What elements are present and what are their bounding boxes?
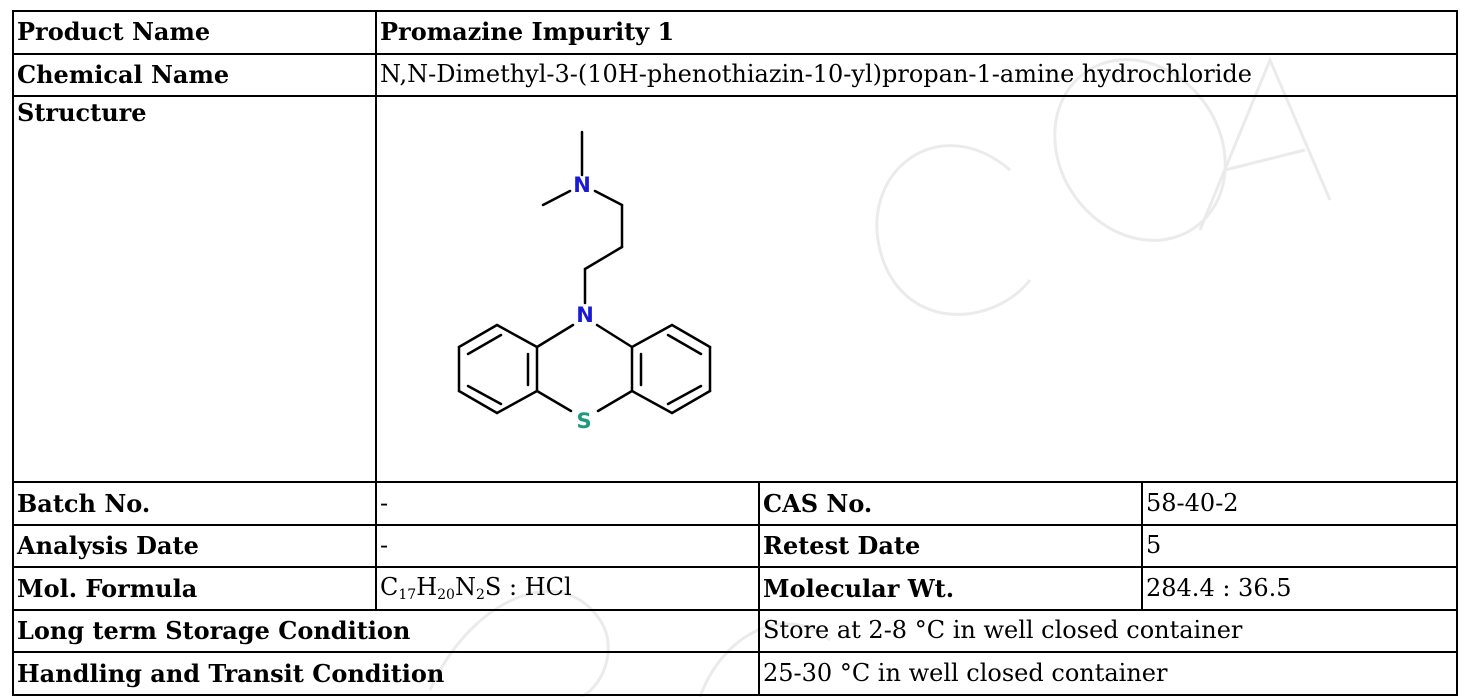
handling-transit-label: Handling and Transit Condition — [12, 651, 760, 696]
product-name-value: Promazine Impurity 1 — [374, 10, 1459, 55]
chemical-name-label: Chemical Name — [12, 52, 377, 98]
cas-no-value: 58-40-2 — [1140, 481, 1459, 526]
ring-nitrogen-atom: N — [576, 303, 594, 327]
row-long-term-storage: Long term Storage Condition Store at 2-8… — [12, 608, 1459, 654]
batch-no-label: Batch No. — [12, 481, 377, 526]
retest-date-value: 5 — [1140, 523, 1459, 569]
amine-nitrogen-atom: N — [573, 173, 591, 197]
batch-no-value: - — [375, 481, 760, 526]
structure-label: Structure — [12, 95, 377, 484]
formula-h: H — [416, 573, 438, 602]
formula-n-count: 2 — [475, 587, 485, 604]
molecular-wt-value: 284.4 : 36.5 — [1140, 566, 1459, 611]
handling-transit-value: 25-30 °C in well closed container — [757, 651, 1459, 696]
row-formula: Mol. Formula C17H20N2S : HCl Molecular W… — [12, 566, 1459, 611]
formula-n: N — [454, 573, 476, 602]
formula-c-count: 17 — [398, 587, 417, 604]
molecular-wt-label: Molecular Wt. — [758, 566, 1143, 611]
mol-formula-value: C17H20N2S : HCl — [375, 566, 760, 611]
analysis-date-value: - — [375, 523, 760, 569]
formula-s: S — [484, 573, 502, 602]
formula-suffix: : HCl — [501, 573, 572, 602]
retest-date-label: Retest Date — [758, 523, 1143, 569]
row-batch: Batch No. - CAS No. 58-40-2 — [12, 481, 1459, 526]
row-dates: Analysis Date - Retest Date 5 — [12, 523, 1459, 569]
coa-table: Product Name Promazine Impurity 1 Chemic… — [12, 10, 1459, 696]
analysis-date-label: Analysis Date — [12, 523, 377, 569]
chemical-structure-image: N N S — [457, 130, 712, 433]
long-term-storage-label: Long term Storage Condition — [12, 608, 760, 654]
row-handling-transit: Handling and Transit Condition 25-30 °C … — [12, 651, 1459, 696]
sulfur-atom: S — [576, 409, 591, 433]
chemical-name-value: N,N-Dimethyl-3-(10H-phenothiazin-10-yl)p… — [374, 52, 1459, 98]
cas-no-label: CAS No. — [758, 481, 1143, 526]
mol-formula-label: Mol. Formula — [12, 566, 377, 611]
structure-cell: N N S — [374, 95, 1459, 484]
product-name-label: Product Name — [12, 10, 377, 55]
long-term-storage-value: Store at 2-8 °C in well closed container — [757, 608, 1459, 654]
formula-h-count: 20 — [437, 587, 455, 604]
formula-c: C — [380, 573, 399, 602]
row-chemical-name: Chemical Name N,N-Dimethyl-3-(10H-phenot… — [12, 52, 1459, 98]
row-structure: Structure — [12, 95, 1459, 484]
row-product-name: Product Name Promazine Impurity 1 — [12, 10, 1459, 55]
